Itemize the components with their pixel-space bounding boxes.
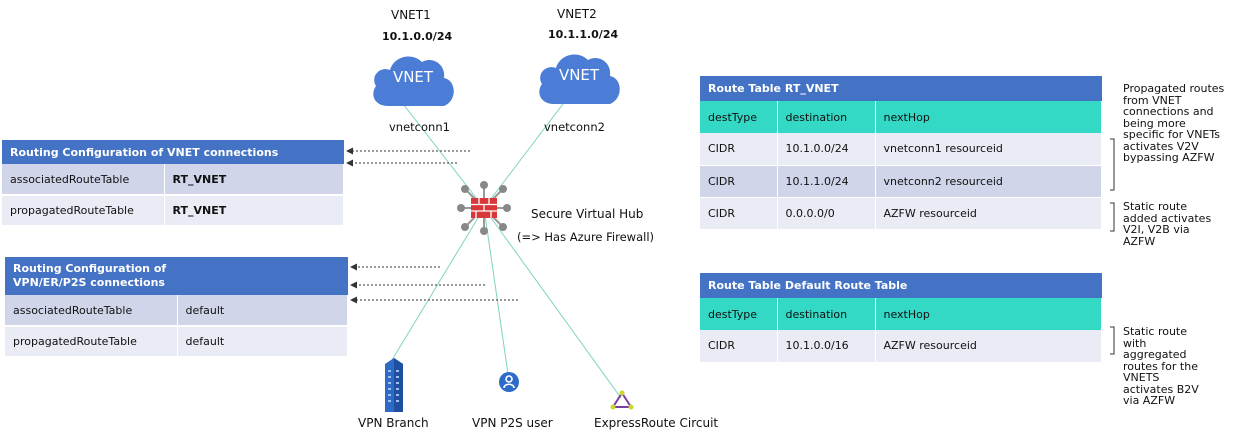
branch-routing-config-table: Routing Configuration of VPN/ER/P2S conn…: [5, 257, 348, 358]
vnet2-cidr: 10.1.1.0/24: [548, 28, 619, 41]
branch-config-key: associatedRouteTable: [5, 295, 178, 327]
vnet-config-value: RT_VNET: [164, 164, 344, 196]
rt-vnet-title: Route Table RT_VNET: [700, 76, 1102, 101]
rt-vnet-cell: AZFW resourceid: [875, 197, 1102, 230]
note-line: activates V2V: [1123, 139, 1199, 153]
branch-config-key: propagatedRouteTable: [5, 326, 178, 358]
branch-config-title-line1: Routing Configuration of: [13, 262, 167, 275]
vnet1-cidr: 10.1.0.0/24: [382, 30, 453, 43]
note-line: Static route: [1123, 200, 1188, 213]
rt-vnet-col-header: destType: [700, 101, 778, 133]
arrowhead-branch-2: [350, 281, 357, 289]
vnet-config-key: propagatedRouteTable: [2, 195, 165, 227]
hub-subtitle: (=> Has Azure Firewall): [517, 230, 655, 244]
link-hub-er: [483, 207, 622, 399]
vnet2-name: VNET2: [557, 7, 597, 21]
vnet-routing-config-table: Routing Configuration of VNET connection…: [2, 140, 344, 227]
note-line: VNETS: [1123, 371, 1160, 384]
vnet1-cloud-icon: [373, 56, 454, 106]
branch-config-title-line2: VPN/ER/P2S connections: [13, 276, 165, 289]
rt-vnet-cell: CIDR: [700, 197, 778, 230]
table-row: CIDR 0.0.0.0/0 AZFW resourceid: [700, 197, 1102, 230]
vnet2-connection-label: vnetconn2: [544, 120, 605, 134]
vnet-config-key: associatedRouteTable: [2, 164, 165, 196]
note-line: aggregated: [1123, 348, 1187, 361]
expressroute-icon: [610, 390, 634, 410]
table-row: CIDR 10.1.0.0/16 AZFW resourceid: [700, 330, 1102, 363]
vnet-config-title: Routing Configuration of VNET connection…: [2, 140, 344, 164]
note-line: activates B2V: [1123, 382, 1199, 396]
expressroute-label: ExpressRoute Circuit: [594, 416, 719, 430]
vnet1-connection-label: vnetconn1: [389, 120, 450, 134]
arrowhead-branch-1: [350, 263, 357, 271]
note-line: specific for VNETs: [1123, 128, 1221, 141]
link-hub-p2s: [483, 207, 509, 375]
note-line: bypassing AZFW: [1123, 151, 1215, 164]
note-static-route-rt-vnet: Static route added activates V2I, V2B vi…: [1123, 201, 1211, 247]
note-line: V2I, V2B via: [1123, 223, 1190, 236]
vnet1-name: VNET1: [391, 8, 431, 22]
route-table-default: Route Table Default Route Table destType…: [700, 273, 1102, 363]
vpn-p2s-label: VPN P2S user: [472, 416, 553, 430]
note-propagated-routes: Propagated routes from VNET connections …: [1123, 83, 1224, 164]
vnet1-cloud-label: VNET: [392, 68, 434, 86]
link-vnet1-hub: [399, 99, 485, 209]
note-line: AZFW: [1123, 234, 1156, 248]
branch-config-value: default: [177, 295, 348, 327]
note-line: Static route: [1123, 325, 1188, 338]
vnet-config-value: RT_VNET: [164, 195, 344, 227]
route-table-rt-vnet: Route Table RT_VNET destType destination…: [700, 76, 1102, 230]
table-row: CIDR 10.1.1.0/24 vnetconn2 resourceid: [700, 165, 1102, 198]
arrowhead-vnet-1: [346, 147, 353, 155]
table-row: CIDR 10.1.0.0/24 vnetconn1 resourceid: [700, 133, 1102, 166]
note-line: added activates: [1123, 211, 1212, 225]
rt-default-col-header: destination: [777, 298, 876, 330]
vnet2-cloud-icon: [539, 54, 620, 104]
note-line: connections and: [1123, 105, 1214, 118]
rt-vnet-cell: vnetconn1 resourceid: [875, 133, 1102, 166]
rt-default-title: Route Table Default Route Table: [700, 273, 1102, 298]
branch-config-title: Routing Configuration of VPN/ER/P2S conn…: [5, 257, 348, 295]
link-hub-branch: [391, 207, 485, 361]
note-line: from VNET: [1123, 93, 1182, 107]
note-line: via AZFW: [1123, 394, 1176, 407]
arrowhead-branch-3: [350, 296, 357, 304]
rt-vnet-col-header: destination: [777, 101, 876, 133]
note-static-route-default: Static route with aggregated routes for …: [1123, 326, 1199, 407]
rt-vnet-col-header: nextHop: [875, 101, 1102, 133]
note-line: being more: [1123, 116, 1186, 130]
hub-title: Secure Virtual Hub: [531, 207, 644, 221]
arrowhead-vnet-2: [346, 159, 353, 167]
link-vnet2-hub: [483, 99, 567, 209]
rt-vnet-cell: vnetconn2 resourceid: [875, 165, 1102, 198]
rt-default-cell: CIDR: [700, 330, 778, 363]
rt-vnet-cell: 10.1.1.0/24: [777, 165, 876, 198]
rt-vnet-cell: CIDR: [700, 133, 778, 166]
building-icon: [385, 358, 403, 412]
rt-vnet-cell: 0.0.0.0/0: [777, 197, 876, 230]
rt-default-cell: AZFW resourceid: [875, 330, 1102, 363]
rt-default-col-header: nextHop: [875, 298, 1102, 330]
p2s-user-icon: [499, 372, 519, 392]
branch-config-value: default: [177, 326, 348, 358]
note-line: routes for the: [1123, 359, 1198, 373]
firewall-hub-icon: [457, 181, 511, 235]
vnet2-cloud-label: VNET: [558, 66, 600, 84]
note-line: Propagated routes: [1123, 82, 1225, 95]
note-line: with: [1123, 336, 1147, 350]
rt-default-cell: 10.1.0.0/16: [777, 330, 876, 363]
vpn-branch-label: VPN Branch: [358, 416, 429, 430]
rt-vnet-cell: 10.1.0.0/24: [777, 133, 876, 166]
rt-vnet-cell: CIDR: [700, 165, 778, 198]
rt-default-col-header: destType: [700, 298, 778, 330]
